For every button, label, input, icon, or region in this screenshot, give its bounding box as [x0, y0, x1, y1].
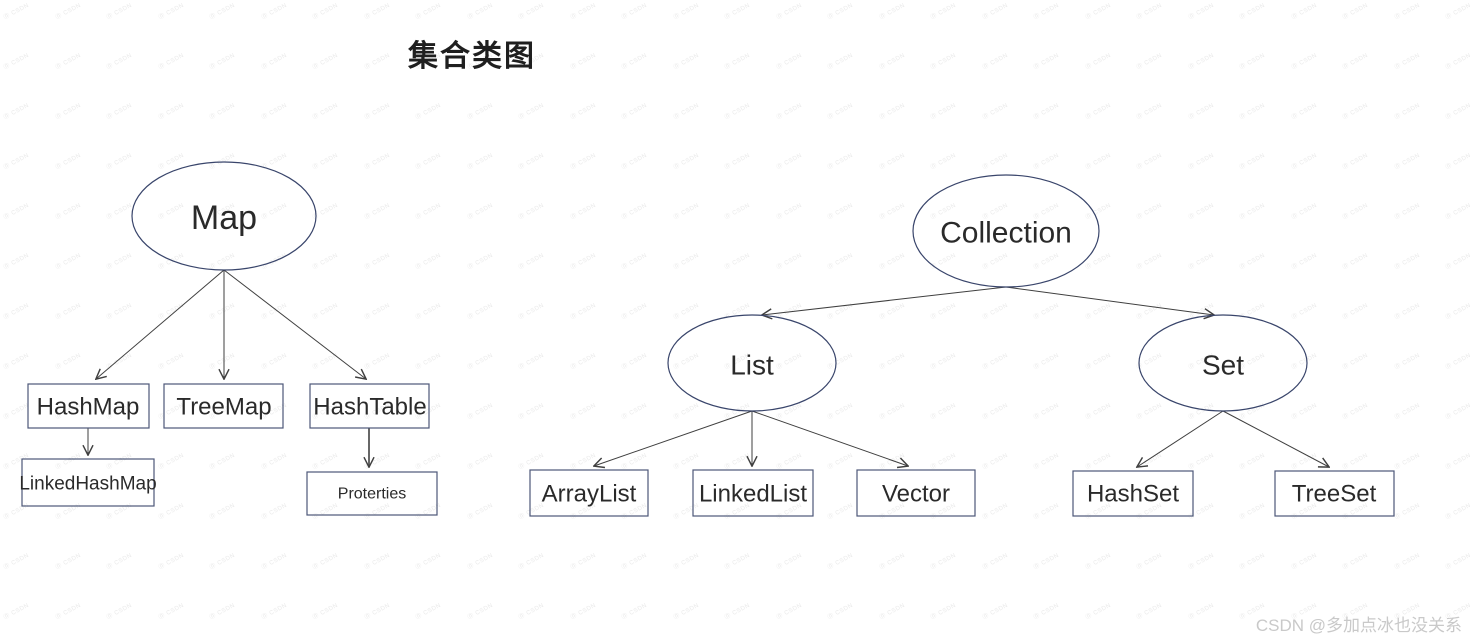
hashmap-box	[27, 383, 150, 429]
node-treeset-label: TreeSet	[1292, 481, 1377, 508]
list-ellipse	[667, 314, 837, 412]
edges-collection-tree	[594, 286, 1329, 467]
node-hashtable: HashTable	[309, 383, 430, 429]
node-linkedhashmap-label: LinkedHashMap	[19, 474, 156, 495]
node-treeset: TreeSet	[1274, 470, 1395, 517]
node-hashmap-label: HashMap	[37, 394, 140, 421]
node-hashmap: HashMap	[27, 383, 150, 429]
edge-collection-set	[1005, 286, 1214, 315]
node-set-label: Set	[1202, 350, 1244, 381]
vector-box	[856, 469, 976, 517]
node-hashset: HashSet	[1072, 470, 1194, 517]
node-hashtable-label: HashTable	[313, 394, 426, 421]
csdn-credit-watermark: CSDN @多加点冰也没关系	[1255, 616, 1462, 635]
node-hashset-label: HashSet	[1087, 481, 1179, 508]
node-treemap: TreeMap	[163, 383, 284, 429]
edge-list-vector	[751, 410, 908, 466]
node-collection: Collection	[912, 174, 1100, 288]
edge-collection-list	[762, 286, 1007, 315]
linkedlist-box	[692, 469, 814, 517]
linkedhashmap-box	[21, 458, 155, 507]
node-set: Set	[1138, 314, 1308, 412]
node-list: List	[667, 314, 837, 412]
node-proterties-label: Proterties	[338, 486, 406, 503]
node-linkedlist: LinkedList	[692, 469, 814, 517]
node-collection-label: Collection	[940, 217, 1072, 250]
edges-map-tree	[88, 269, 369, 467]
node-linkedlist-label: LinkedList	[699, 481, 807, 508]
hashset-box	[1072, 470, 1194, 517]
node-list-label: List	[730, 350, 774, 381]
collection-ellipse	[912, 174, 1100, 288]
edge-map-hashmap	[96, 269, 225, 379]
node-treemap-label: TreeMap	[176, 394, 271, 421]
node-vector: Vector	[856, 469, 976, 517]
proterties-box	[306, 471, 438, 516]
treemap-box	[163, 383, 284, 429]
hashtable-box	[309, 383, 430, 429]
arraylist-box	[529, 469, 649, 517]
edge-map-hashtable	[223, 269, 366, 379]
node-arraylist-label: ArrayList	[542, 481, 637, 508]
edge-list-arraylist	[594, 410, 753, 466]
map-ellipse	[131, 161, 317, 271]
edge-set-hashset	[1137, 410, 1224, 467]
edge-set-treeset	[1222, 410, 1329, 467]
node-arraylist: ArrayList	[529, 469, 649, 517]
node-vector-label: Vector	[882, 481, 950, 508]
treeset-box	[1274, 470, 1395, 517]
node-map: Map	[131, 161, 317, 271]
diagram-title: 集合类图	[408, 40, 536, 73]
node-map-label: Map	[191, 199, 257, 237]
node-proterties: Proterties	[306, 471, 438, 516]
set-ellipse	[1138, 314, 1308, 412]
node-linkedhashmap: LinkedHashMap	[19, 458, 157, 507]
